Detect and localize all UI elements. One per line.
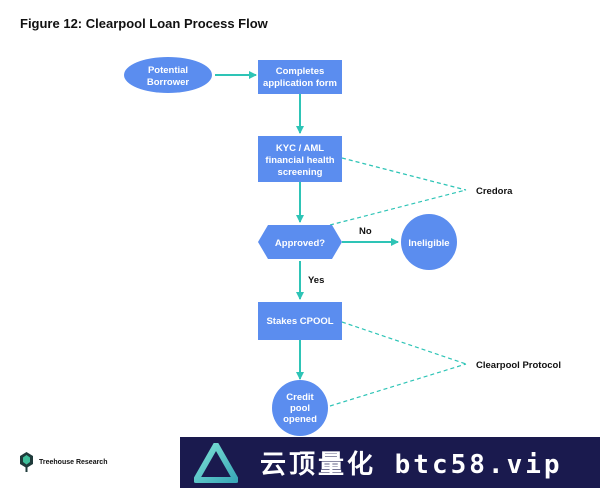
node-approved-decision: Approved? bbox=[258, 225, 342, 259]
treehouse-logo-icon bbox=[20, 452, 33, 472]
node-label-line: financial health bbox=[265, 155, 334, 166]
node-label-line: Approved? bbox=[275, 238, 325, 249]
figure-title: Figure 12: Clearpool Loan Process Flow bbox=[20, 16, 268, 31]
connector-stakes-protocol bbox=[341, 321, 467, 365]
flow-arrows bbox=[215, 71, 399, 380]
node-ineligible: Ineligible bbox=[401, 214, 457, 270]
node-label-line: Borrower bbox=[147, 77, 190, 88]
node-stakes-cpool: Stakes CPOOL bbox=[258, 302, 342, 340]
edge-label-yes: Yes bbox=[308, 275, 324, 286]
node-label-line: application form bbox=[263, 78, 337, 89]
node-label-line: KYC / AML bbox=[276, 143, 324, 154]
node-kyc-screening: KYC / AML financial health screening bbox=[258, 136, 342, 182]
connector-pool-protocol bbox=[329, 363, 467, 407]
brand-footer: Treehouse Research bbox=[20, 452, 107, 472]
node-credit-pool-opened: Credit pool opened bbox=[272, 380, 328, 436]
node-label-line: pool bbox=[290, 403, 310, 414]
node-label-line: Completes bbox=[276, 66, 325, 77]
connector-approved-credora bbox=[329, 189, 467, 226]
node-potential-borrower: Potential Borrower bbox=[124, 57, 212, 93]
connector-kyc-credora bbox=[341, 157, 467, 191]
edge-label-no: No bbox=[359, 226, 372, 237]
node-label-line: Stakes CPOOL bbox=[266, 316, 333, 327]
watermark-banner: 云顶量化 btc58.vip bbox=[180, 437, 600, 488]
node-label-line: opened bbox=[283, 414, 317, 425]
node-label-line: Potential bbox=[148, 65, 188, 76]
node-label-line: screening bbox=[278, 167, 323, 178]
watermark-text: 云顶量化 btc58.vip bbox=[260, 450, 563, 480]
node-label-line: Ineligible bbox=[408, 238, 449, 249]
brand-name: Treehouse Research bbox=[39, 458, 108, 466]
flow-diagram: Potential Borrower Completes application… bbox=[124, 57, 561, 436]
node-application-form: Completes application form bbox=[258, 60, 342, 94]
external-label-credora: Credora bbox=[476, 186, 513, 197]
external-label-clearpool-protocol: Clearpool Protocol bbox=[476, 360, 561, 371]
dashed-connectors bbox=[329, 157, 467, 407]
node-label-line: Credit bbox=[286, 392, 314, 403]
triangle-logo-icon bbox=[194, 442, 238, 483]
